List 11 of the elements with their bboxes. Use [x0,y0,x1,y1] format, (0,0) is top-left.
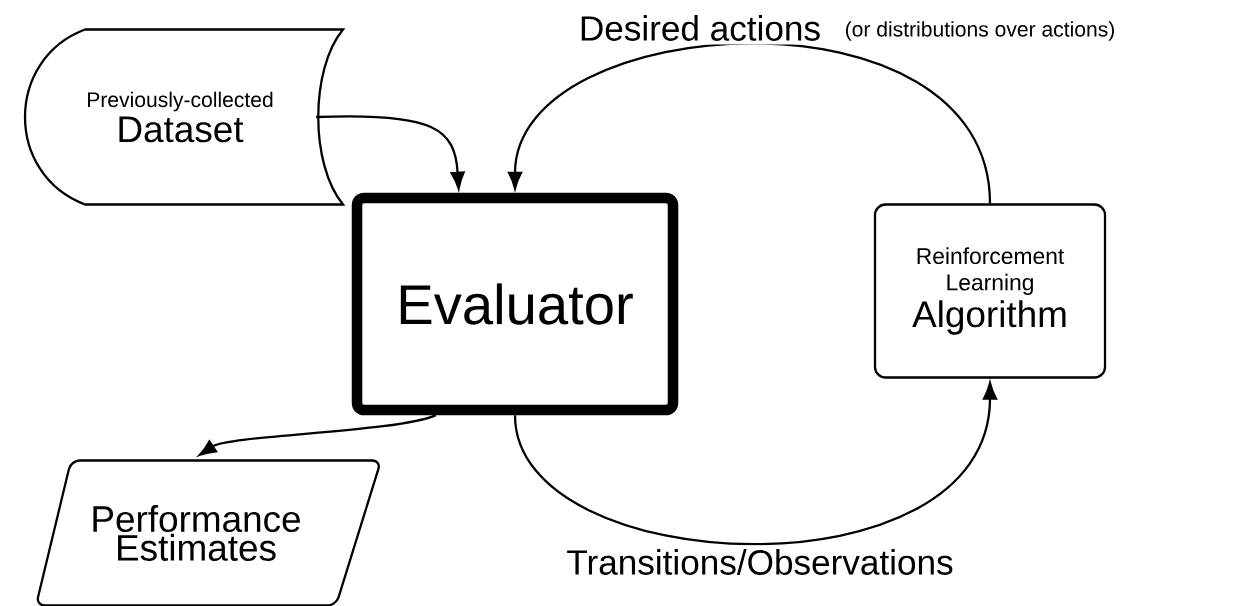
arrow [198,414,437,456]
edge-label: Transitions/Observations [562,545,958,579]
evaluator-box: Evaluator [351,192,679,416]
arrow [513,382,998,546]
data-parallelogram: Performance Estimates [36,459,380,606]
arrow [316,115,465,190]
edge-label: Desired actions [575,11,825,45]
algorithm-box: Reinforcement Learning Algorithm [873,203,1107,379]
dataset-cylinder: Previously-collected Dataset [23,28,345,206]
arrow [507,42,992,204]
note-text: (or distributions over actions) [845,21,1114,41]
